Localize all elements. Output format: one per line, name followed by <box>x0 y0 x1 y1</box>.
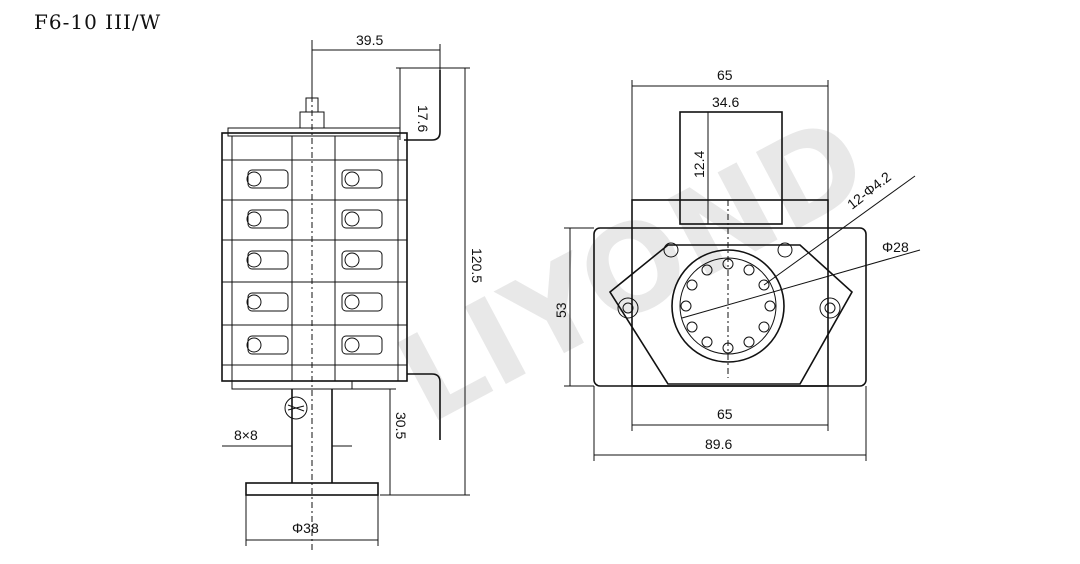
dim-total-height: 120.5 <box>469 248 485 283</box>
dim-shaft-height: 30.5 <box>393 412 409 439</box>
watermark: LIYOND <box>377 91 889 451</box>
dim-top-width: 39.5 <box>356 32 383 48</box>
terminals-left <box>246 169 289 355</box>
dim-bracket-height: 17.6 <box>415 105 431 132</box>
mounting-plate <box>608 244 854 385</box>
front-view: 65 34.6 12.4 12-Φ4.2 Φ28 53 65 89.6 <box>553 67 921 461</box>
dim-window-height: 12.4 <box>691 151 707 178</box>
dim-base-width: 89.6 <box>705 436 732 452</box>
bottom-plate <box>231 380 353 390</box>
inner-body <box>631 199 829 387</box>
top-plate <box>227 127 401 137</box>
corner-hole-tl <box>663 242 679 258</box>
deck-layers <box>222 136 407 381</box>
screw-head <box>284 396 308 420</box>
label-circle-diameter: Φ28 <box>882 239 909 255</box>
dim-knob-diameter: Φ38 <box>292 520 319 536</box>
side-hole-right <box>819 297 841 319</box>
central-circle <box>671 249 785 363</box>
dim-shaft-size: 8×8 <box>234 427 258 443</box>
side-view: 39.5 17.6 120.5 30.5 8×8 Φ38 <box>221 32 485 550</box>
drawing-title: F6-10 III/W <box>34 10 162 34</box>
top-bracket <box>404 70 441 141</box>
dim-window-width: 34.6 <box>712 94 739 110</box>
bottom-bracket <box>407 373 441 440</box>
side-hole-left <box>617 297 639 319</box>
dim-body-height: 53 <box>553 302 569 318</box>
contact-holes <box>680 258 776 354</box>
terminals-right <box>341 169 383 355</box>
dim-front-top-width: 65 <box>717 67 733 83</box>
corner-hole-tr <box>777 242 793 258</box>
dim-front-bottom-width: 65 <box>717 406 733 422</box>
